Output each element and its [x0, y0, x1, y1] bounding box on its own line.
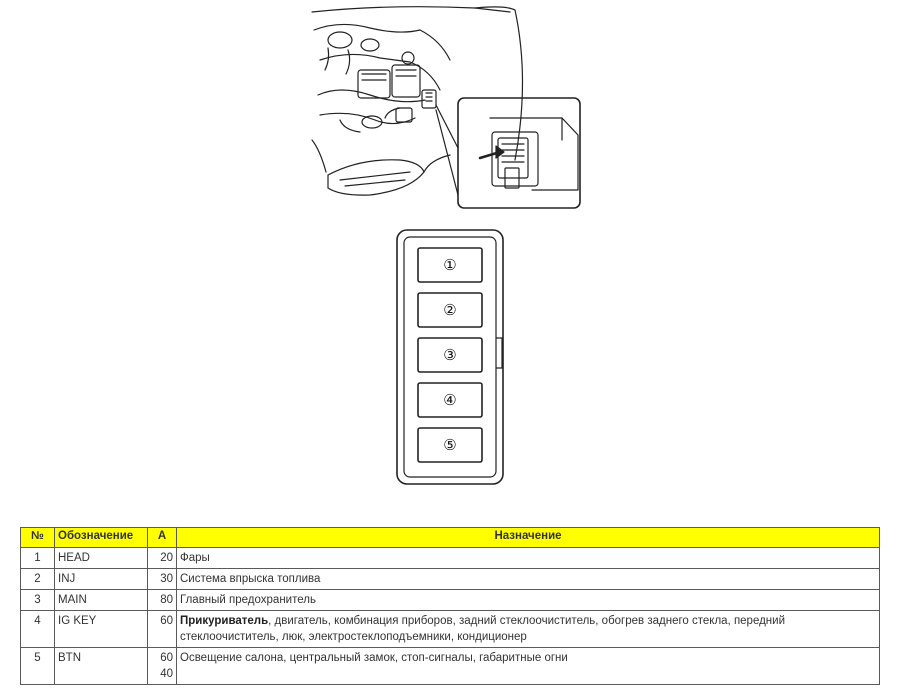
- table-row: 3 MAIN 80 Главный предохранитель: [20, 589, 880, 611]
- row-num: 5: [20, 647, 55, 685]
- fuse-slot-1: ①: [443, 256, 457, 274]
- row-amp-1: 60: [160, 652, 173, 664]
- row-num: 4: [20, 610, 55, 648]
- row-desc: Главный предохранитель: [176, 589, 880, 611]
- row-code: INJ: [54, 568, 148, 590]
- row-code: HEAD: [54, 547, 148, 569]
- header-desc: Назначение: [176, 527, 880, 548]
- fuse-slot-3: ③: [443, 346, 457, 364]
- row-desc-rest: , двигатель, комбинация приборов, задний…: [180, 615, 786, 643]
- fuse-box-diagram: [396, 229, 504, 485]
- fuse-table: № Обозначение A Назначение 1 HEAD 20 Фар…: [20, 527, 880, 685]
- fuse-slot-4: ④: [443, 391, 457, 409]
- row-desc: Система впрыска топлива: [176, 568, 880, 590]
- engine-bay-illustration: [311, 6, 581, 209]
- row-amp: 80: [147, 589, 177, 611]
- header-code: Обозначение: [54, 527, 148, 548]
- row-amp-2: 40: [160, 668, 173, 680]
- row-amp: 60: [147, 610, 177, 648]
- row-num: 3: [20, 589, 55, 611]
- row-code: BTN: [54, 647, 148, 685]
- row-code: IG KEY: [54, 610, 148, 648]
- header-amp: A: [147, 527, 177, 548]
- row-desc: Освещение салона, центральный замок, сто…: [176, 647, 880, 685]
- header-num: №: [20, 527, 55, 548]
- table-row: 4 IG KEY 60 Прикуриватель, двигатель, ко…: [20, 610, 880, 648]
- row-amp: 20: [147, 547, 177, 569]
- table-row: 1 HEAD 20 Фары: [20, 547, 880, 569]
- table-header-row: № Обозначение A Назначение: [20, 527, 880, 548]
- row-num: 2: [20, 568, 55, 590]
- row-amp: 30: [147, 568, 177, 590]
- fuse-slot-2: ②: [443, 301, 457, 319]
- fuse-slot-5: ⑤: [443, 436, 457, 454]
- row-desc: Фары: [176, 547, 880, 569]
- row-code: MAIN: [54, 589, 148, 611]
- table-row: 2 INJ 30 Система впрыска топлива: [20, 568, 880, 590]
- row-desc-bold: Прикуриватель: [180, 615, 269, 627]
- row-num: 1: [20, 547, 55, 569]
- row-desc: Прикуриватель, двигатель, комбинация при…: [176, 610, 880, 648]
